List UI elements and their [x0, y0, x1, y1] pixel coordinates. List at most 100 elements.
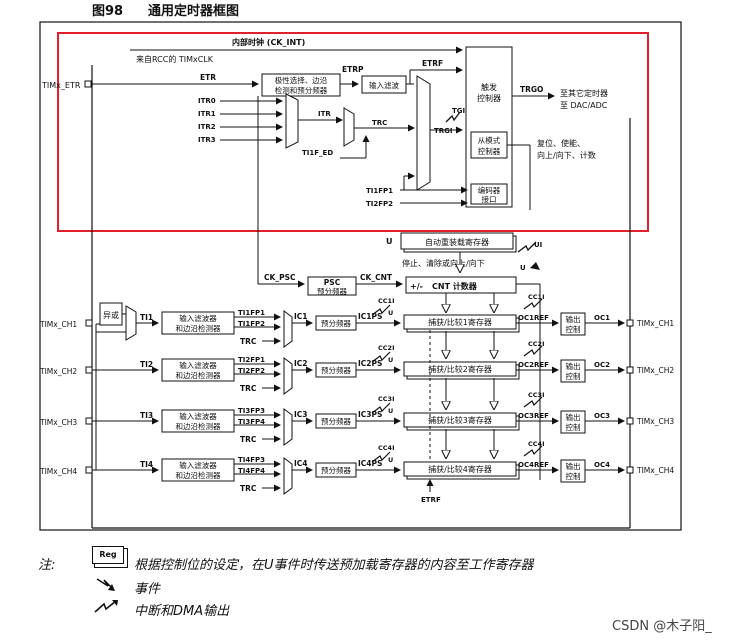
outer-frame: [39, 21, 682, 531]
itr-mux: [285, 93, 299, 149]
ch2-output-pin: [626, 366, 634, 374]
itr2-label: ITR2: [198, 123, 216, 131]
ch4-filter-line2: 和边沿检测器: [176, 470, 221, 480]
ch4-ic-label: IC4: [294, 459, 308, 468]
ch2-output-control-line1: 输出: [566, 361, 581, 371]
ch3-output-control: [560, 410, 586, 434]
ch1-filter-line2: 和边沿检测器: [176, 323, 221, 333]
ch1-output-control: [560, 312, 586, 336]
ch3-filter-line1: 输入滤波器: [179, 411, 217, 421]
cnt-counter: [405, 276, 517, 294]
watermark: CSDN @木子阳_: [612, 619, 712, 634]
polarity-select-block: [261, 73, 341, 97]
ch2-input-filter-block: [161, 358, 235, 382]
interrupt-dma-icon: [94, 600, 118, 613]
ch3-oc-label: OC3: [594, 412, 610, 420]
ch1-input-pin: [85, 319, 93, 327]
ch3-output-control-line2: 控制: [566, 422, 581, 432]
event-icon: [96, 578, 115, 591]
ch2-icps-label: IC2PS: [358, 359, 382, 368]
ch1-cci-label-left: CC1I: [378, 297, 394, 305]
ch1-u-label: U: [388, 309, 393, 317]
update-event-icon: [530, 262, 540, 270]
etrf-label: ETRF: [422, 59, 443, 68]
ch1-icps-label: IC1PS: [358, 312, 382, 321]
trc-label: TRC: [372, 119, 387, 127]
ch2-input-pin: [85, 366, 93, 374]
ch4-input-pin-label: TIMx_CH4: [39, 467, 77, 476]
ch3-icps-label: IC3PS: [358, 410, 382, 419]
interrupt-dma-legend-text: 中断和DMA输出: [134, 604, 230, 619]
ch2-input-mux: [283, 357, 293, 395]
ch3-ti-label: TI3: [140, 411, 153, 420]
ch2-capture-compare-register: [403, 361, 517, 377]
ch2-capture-compare-label: 捕获/比较2寄存器: [428, 364, 492, 374]
ch1-fp-a-label: TI1FP1: [238, 309, 265, 317]
ui-label: UI: [534, 241, 542, 249]
ch2-ti-label: TI2: [140, 360, 153, 369]
reset-enable-line2: 向上/向下、计数: [537, 150, 596, 160]
ch4-ref-label: OC4REF: [518, 461, 549, 469]
ch2-cci-label-right: CC2I: [528, 340, 544, 348]
ch2-fp-b-label: TI2FP2: [238, 367, 265, 375]
ch4-input-filter-block: [161, 458, 235, 482]
top-ti2fp2-label: TI2FP2: [366, 200, 393, 208]
reg-legend-text: 根据控制位的设定，在U事件时传送预加载寄存器的内容至工作寄存器: [134, 558, 534, 573]
to-other-timers-line1: 至其它定时器: [560, 88, 608, 98]
ch2-output-control-line2: 控制: [566, 371, 581, 381]
ch4-cci-label-right: CC4I: [528, 440, 544, 448]
ch2-ic-label: IC2: [294, 359, 308, 368]
input-filter-label: 输入滤波: [369, 80, 399, 90]
ch3-capture-compare-register: [403, 412, 517, 428]
ch2-oc-label: OC2: [594, 361, 610, 369]
slave-mode-controller: [470, 131, 508, 159]
ch3-trc-label: TRC: [240, 435, 257, 444]
ch3-cci-label-left: CC3I: [378, 395, 394, 403]
ch2-ref-label: OC2REF: [518, 361, 549, 369]
tgi-interrupt-icon: [445, 111, 461, 123]
figure-number: 图98: [92, 4, 123, 19]
psc-prescaler: [307, 276, 357, 296]
ch3-input-filter-block: [161, 409, 235, 433]
ck-psc-label: CK_PSC: [264, 273, 296, 282]
ch2-fp-a-label: TI2FP1: [238, 356, 265, 364]
ch1-output-pin: [626, 319, 634, 327]
stop-clear-label: 停止、清除或向上/向下: [402, 258, 485, 268]
internal-clock-label: 内部时钟 (CK_INT): [232, 37, 305, 47]
ti1f-ed-label: TI1F_ED: [302, 149, 333, 157]
ch4-oc-label: OC4: [594, 461, 610, 469]
ch1-input-mux: [283, 310, 293, 348]
ch2-input-pin-label: TIMx_CH2: [39, 367, 77, 376]
ch3-input-pin-label: TIMx_CH3: [39, 418, 77, 427]
itr1-label: ITR1: [198, 110, 216, 118]
etr-label: ETR: [200, 73, 216, 82]
ch1-oc-label: OC1: [594, 314, 610, 322]
top-ti1fp1-label: TI1FP1: [366, 187, 393, 195]
highlight-box: [57, 32, 649, 232]
note-prefix: 注:: [38, 558, 56, 573]
ch3-filter-line2: 和边沿检测器: [176, 421, 221, 431]
ch1-ti-label: TI1: [140, 313, 153, 322]
ch1-fp-b-label: TI1FP2: [238, 320, 265, 328]
ch4-capture-compare-label: 捕获/比较4寄存器: [428, 464, 492, 474]
trgo-label: TRGO: [520, 85, 543, 94]
ch1-capture-compare-register: [403, 314, 517, 330]
to-other-timers-line2: 至 DAC/ADC: [560, 101, 608, 110]
reset-enable-line1: 复位、使能、: [537, 138, 585, 148]
ch4-filter-line1: 输入滤波器: [179, 460, 217, 470]
tgi-label: TGI: [452, 107, 465, 115]
ch4-fp-a-label: TI4FP3: [238, 456, 265, 464]
ch1-filter-line1: 输入滤波器: [179, 313, 217, 323]
ch4-capture-compare-register: [403, 461, 517, 477]
ch2-cci-interrupt-icon: [371, 351, 391, 363]
ch4-u-label: U: [388, 456, 393, 464]
ch4-trc-label: TRC: [240, 484, 257, 493]
ch3-capture-compare-label: 捕获/比较3寄存器: [428, 415, 492, 425]
ch3-output-pin-label: TIMx_CH3: [636, 417, 674, 426]
auto-reload-u-label: U: [386, 237, 393, 246]
ch4-cci-interrupt-icon: [371, 451, 391, 463]
ch4-output-control-line1: 输出: [566, 461, 581, 471]
bottom-etrf-label: ETRF: [421, 496, 441, 504]
